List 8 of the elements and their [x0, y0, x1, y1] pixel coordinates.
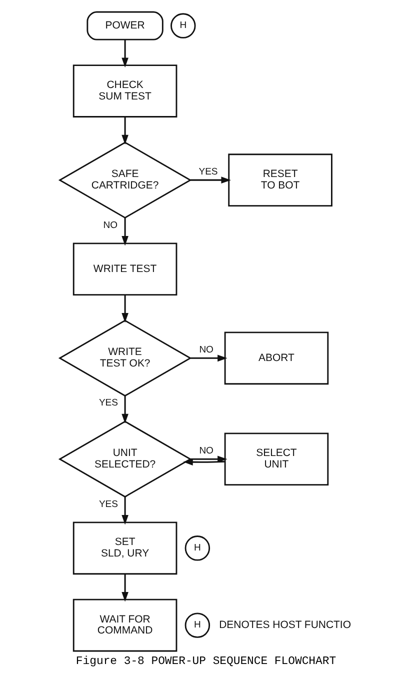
node-label: DENOTES HOST FUNCTIO: [219, 620, 351, 631]
edge-label: YES: [98, 398, 118, 409]
edge-label: YES: [198, 166, 218, 178]
edge-label: NO: [103, 220, 118, 231]
edge-label: NO: [199, 445, 214, 456]
edge-label: YES: [98, 498, 118, 510]
edge-label: NO: [199, 344, 214, 356]
caption: Figure 3-8 POWER-UP SEQUENCE FLOWCHART: [76, 654, 336, 668]
